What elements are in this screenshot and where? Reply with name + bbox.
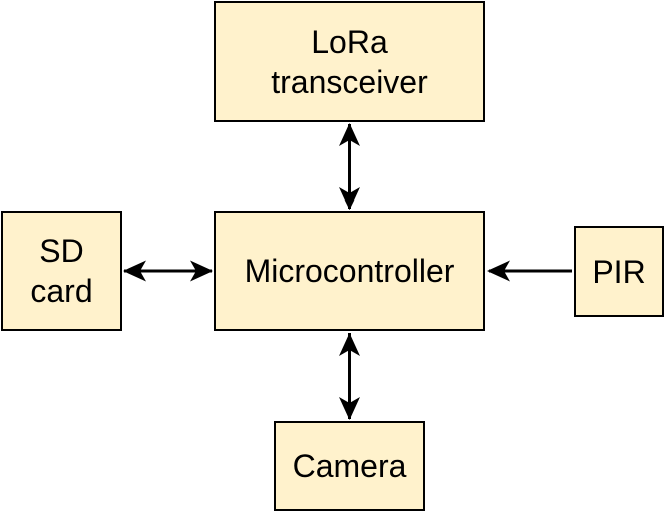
- camera-node: Camera: [274, 421, 425, 511]
- arrowhead-mcu-bottom: [339, 333, 360, 356]
- sd-label-line-2: card: [30, 273, 93, 309]
- lora-label-line-2: transceiver: [271, 63, 428, 100]
- lora-transceiver-node: LoRa transceiver: [214, 1, 485, 122]
- arrowhead-camera-top: [339, 397, 360, 420]
- arrowhead-mcu-left: [190, 260, 213, 282]
- sd-label-line-1: SD: [39, 233, 84, 269]
- pir-node: PIR: [574, 226, 664, 317]
- arrowhead-mcu-right: [487, 260, 510, 282]
- arrowhead-lora-top: [339, 123, 360, 146]
- microcontroller-node: Microcontroller: [214, 211, 485, 331]
- pir-label: PIR: [592, 253, 646, 290]
- lora-label-line-1: LoRa: [311, 23, 388, 60]
- arrowhead-mcu-top: [339, 187, 360, 210]
- camera-label: Camera: [292, 448, 407, 484]
- sd-card-node: SD card: [1, 211, 122, 331]
- arrowhead-sd-right: [123, 260, 146, 282]
- microcontroller-label: Microcontroller: [244, 253, 455, 289]
